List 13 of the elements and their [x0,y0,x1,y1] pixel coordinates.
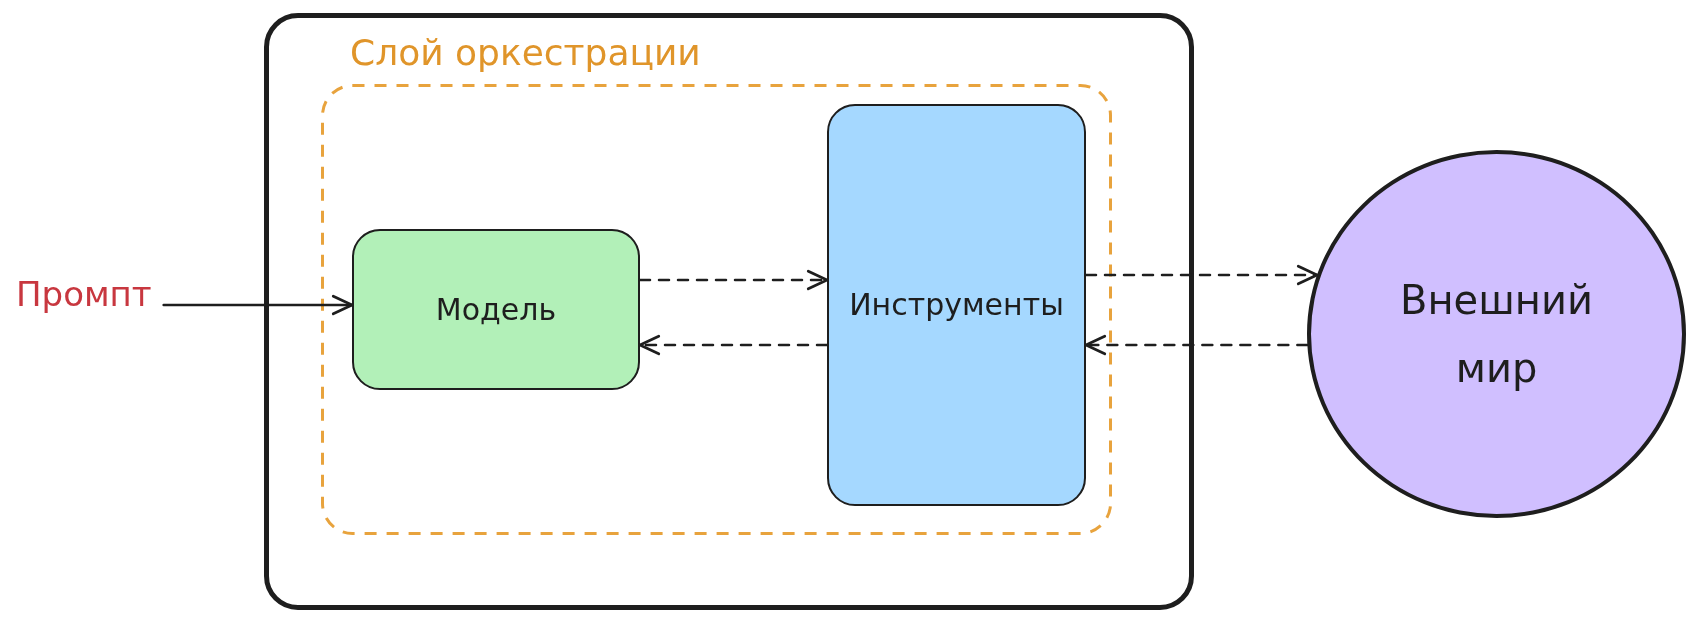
input-label: Промпт [16,272,152,316]
process-box [827,104,1086,506]
process-box [352,229,640,390]
arrow [1084,264,1319,286]
circle-label: Внешний мир [1399,276,1594,393]
group-title: Слой оркестрации [350,31,701,75]
arrow [638,269,829,291]
arrow [638,334,829,356]
box-label: Модель [435,290,557,329]
box-label: Инструменты [849,286,1064,324]
container-frame [264,13,1194,610]
arrow [162,294,354,316]
arrow [1084,334,1309,356]
